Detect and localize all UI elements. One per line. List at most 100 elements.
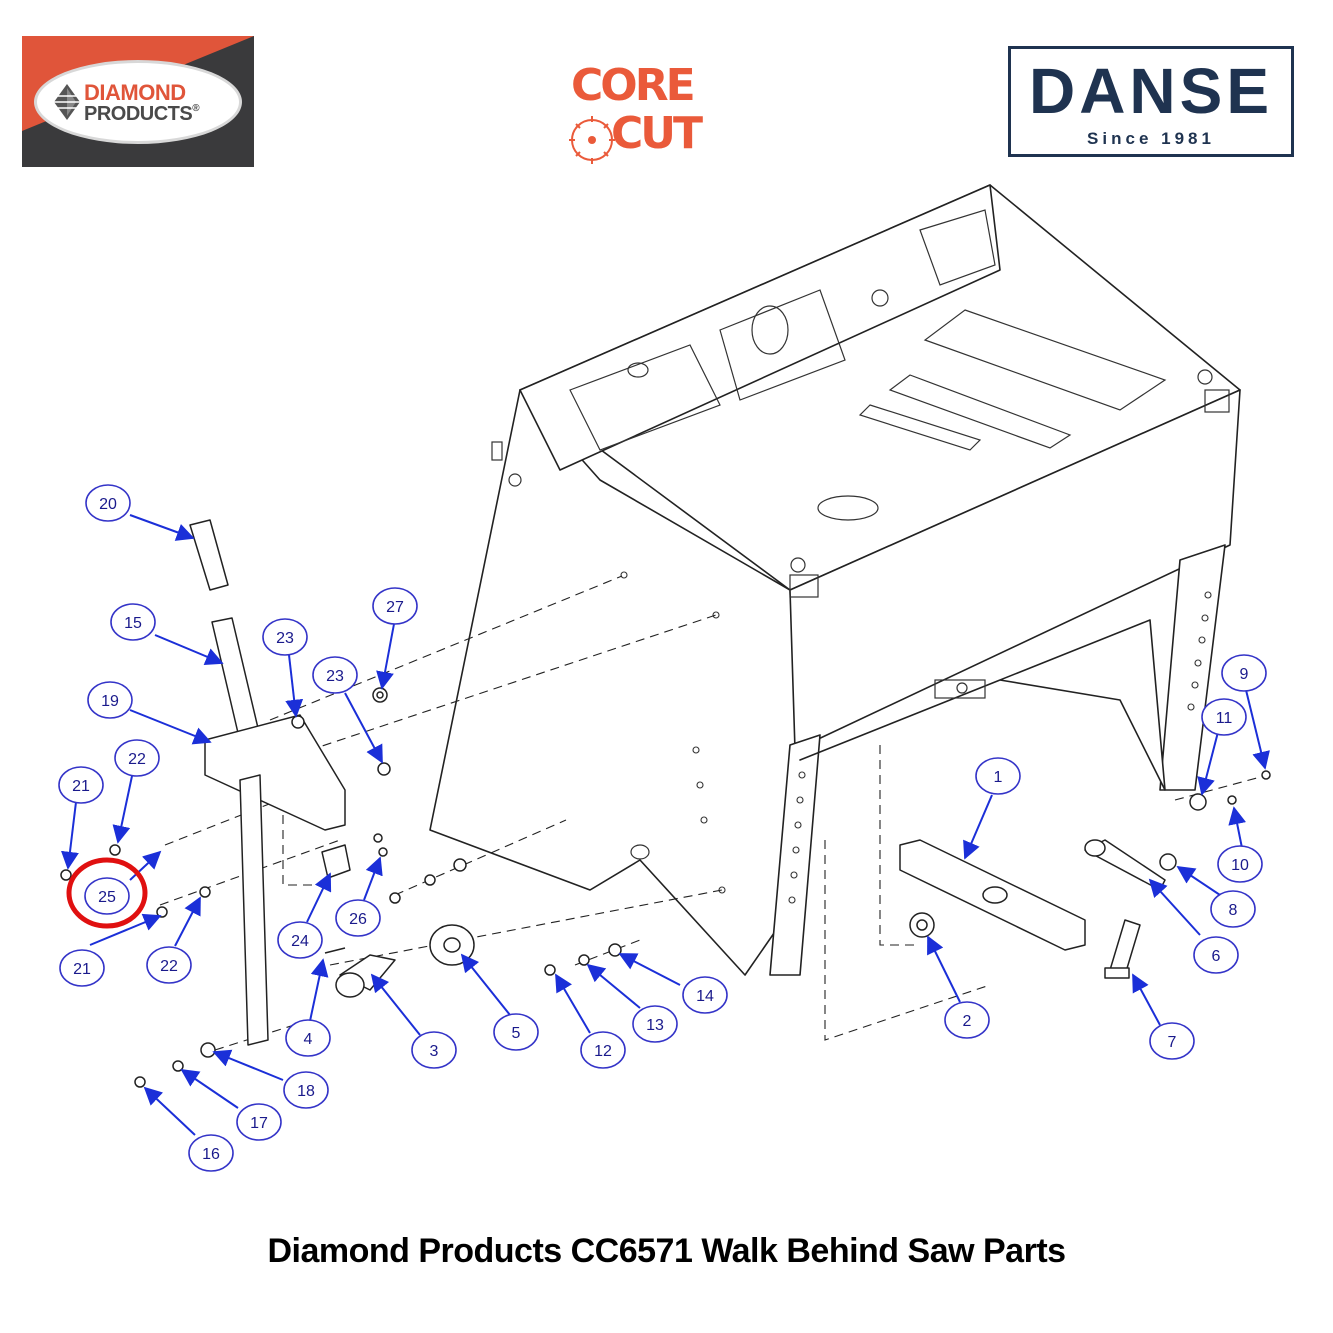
callout-label: 10	[1231, 857, 1249, 874]
callout-circle	[1210, 890, 1256, 928]
callout-label: 16	[202, 1146, 220, 1163]
part-washer-18	[200, 1042, 216, 1058]
callout-c25: 25	[84, 877, 130, 915]
callout-circle	[58, 766, 104, 804]
callout-circle	[411, 1031, 457, 1069]
callout-label: 23	[276, 630, 294, 647]
callout-label: 6	[1212, 948, 1221, 965]
callout-label: 2	[963, 1013, 972, 1030]
callout-circle	[493, 1013, 539, 1051]
callout-circle	[682, 976, 728, 1014]
callout-c21a: 21	[58, 766, 104, 804]
part-nut-26b	[378, 847, 388, 857]
callout-circle	[283, 1071, 329, 1109]
callout-c16: 16	[188, 1134, 234, 1172]
part-washer-22b	[199, 886, 211, 898]
callout-label: 12	[594, 1043, 612, 1060]
callout-circle	[285, 1019, 331, 1057]
callout-circle	[85, 484, 131, 522]
callout-label: 20	[99, 496, 117, 513]
callout-c14: 14	[682, 976, 728, 1014]
part-bolt-7	[1109, 919, 1141, 976]
callout-circle	[59, 949, 105, 987]
callout-circle	[1193, 936, 1239, 974]
callout-circle	[114, 739, 160, 777]
callout-label: 22	[128, 751, 146, 768]
callout-c8: 8	[1210, 890, 1256, 928]
callout-c11: 11	[1201, 698, 1247, 736]
callout-c12: 12	[580, 1031, 626, 1069]
part-bolt-16	[134, 1076, 146, 1088]
callout-label: 8	[1229, 902, 1238, 919]
callout-circle	[975, 757, 1021, 795]
callout-label: 17	[250, 1115, 268, 1132]
core-cut-line1: CORE	[571, 60, 696, 111]
callout-c9: 9	[1221, 654, 1267, 692]
callout-circle	[87, 681, 133, 719]
callout-c23a: 23	[262, 618, 308, 656]
saw-frame	[429, 184, 1241, 976]
callout-c5: 5	[493, 1013, 539, 1051]
callout-label: 22	[160, 958, 178, 975]
callout-circle	[277, 921, 323, 959]
part-washer-17	[172, 1060, 184, 1072]
callout-c4: 4	[285, 1019, 331, 1057]
saw-blade-icon	[569, 116, 615, 164]
callout-label: 7	[1168, 1034, 1177, 1051]
frame-details	[491, 209, 1230, 860]
callout-circle	[236, 1103, 282, 1141]
frame-front-face	[789, 389, 1241, 751]
callout-c3: 3	[411, 1031, 457, 1069]
part-washer-22a	[109, 844, 121, 856]
callout-c22b: 22	[146, 946, 192, 984]
callout-label: 4	[304, 1031, 313, 1048]
callout-c18: 18	[283, 1071, 329, 1109]
callout-c22a: 22	[114, 739, 160, 777]
callout-circle	[188, 1134, 234, 1172]
callout-circle	[312, 656, 358, 694]
callout-label: 1	[994, 769, 1003, 786]
frame-side-panel	[429, 389, 801, 976]
part-nut-26a	[373, 833, 383, 843]
callout-c1: 1	[975, 757, 1021, 795]
page-caption: Diamond Products CC6571 Walk Behind Saw …	[267, 1232, 1066, 1270]
dp-logo-line2: PRODUCTS®	[84, 103, 200, 125]
callout-label: 26	[349, 911, 367, 928]
callout-label: 18	[297, 1083, 315, 1100]
part-handle-grip	[189, 519, 229, 591]
callout-label: 25	[98, 889, 116, 906]
callout-c19: 19	[87, 681, 133, 719]
callout-label: 5	[512, 1025, 521, 1042]
callout-circle	[84, 877, 130, 915]
callout-c13: 13	[632, 1005, 678, 1043]
frame-dashboard	[519, 184, 1001, 471]
callout-label: 3	[430, 1043, 439, 1060]
callout-label: 19	[101, 693, 119, 710]
part-bolt-21a	[60, 869, 72, 881]
callout-c20: 20	[85, 484, 131, 522]
diamond-products-logo: DIAMOND PRODUCTS®	[22, 36, 254, 167]
callout-c15: 15	[110, 603, 156, 641]
callout-circle	[1201, 698, 1247, 736]
callout-c24: 24	[277, 921, 323, 959]
assembly-lines	[159, 575, 1269, 1051]
frame-holes	[620, 571, 1212, 904]
callout-c23b: 23	[312, 656, 358, 694]
callout-label: 23	[326, 668, 344, 685]
callout-label: 9	[1240, 666, 1249, 683]
callout-circle	[944, 1001, 990, 1039]
callout-label: 15	[124, 615, 142, 632]
parts-diagram: 2015192327232221252122242643518171612131…	[58, 184, 1271, 1172]
callout-circle	[1217, 845, 1263, 883]
callout-label: 21	[73, 961, 91, 978]
callout-circle	[146, 946, 192, 984]
callout-arrows	[61, 514, 1270, 1136]
callout-circle	[262, 618, 308, 656]
part-switch-24	[321, 844, 351, 879]
part-washer-10	[1227, 795, 1237, 805]
callout-circle	[110, 603, 156, 641]
frame-right-leg	[1159, 544, 1226, 791]
callout-label: 14	[696, 988, 714, 1005]
frame-left-leg	[769, 734, 821, 976]
